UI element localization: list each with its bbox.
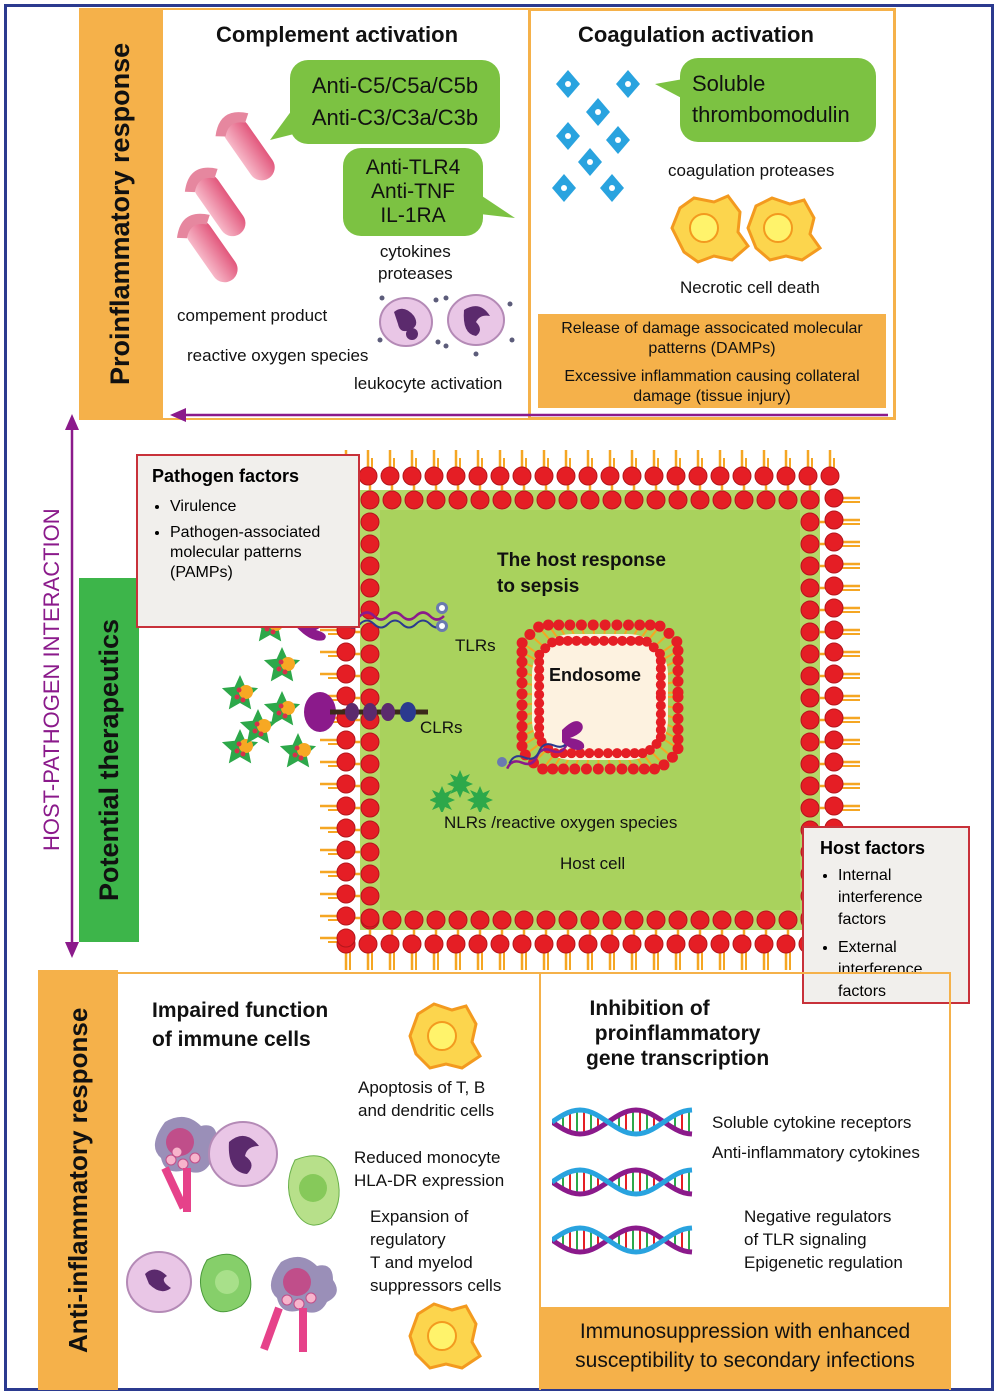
anti-inflammatory-label: Anti-inflammatory response [63,1007,93,1353]
cytokine-drug-bubble: Anti-TLR4 Anti-TNF IL-1RA [343,148,483,236]
therapeutics-label: Potential therapeutics [94,618,124,902]
proinflammatory-label-bar [79,8,163,420]
complement-drug-bubble: Anti-C5/C5a/C5b Anti-C3/C3a/C3b [290,60,500,144]
nlr-icon [430,770,493,812]
inhibition-title: Inhibition of proinflammatory gene trans… [586,997,770,1070]
endosome-tlr-icon [497,721,585,770]
bubble-tail [470,188,515,218]
impaired-title: Impaired function of immune cells [152,999,329,1051]
leukocyte-icon [377,294,515,357]
clr-receptor-icon [304,692,428,732]
endosome-label: Endosome [549,665,642,685]
ros-label: reactive oxygen species [187,346,369,365]
apoptosis-label: Apoptosis of T, B and dendritic cells [358,1078,495,1120]
coagulation-title: Coagulation activation [578,22,814,47]
pathogen-factors-box: Pathogen factors Virulence Pathogen-asso… [136,454,360,628]
damps-box: Release of damage associcated molecular … [538,314,886,408]
apoptotic-cell-icon [408,1002,482,1070]
pathogen-factors-title: Pathogen factors [152,466,300,486]
leukocyte-activation-label: leukocyte activation [354,374,503,393]
nlrs-label: NLRs /reactive oxygen species [444,813,678,832]
monocyte-label: Reduced monocyte HLA-DR expression [354,1148,505,1190]
figure-frame [4,4,994,1391]
host-factors-title: Host factors [820,838,926,858]
anti-inflammatory-label-bar [38,970,118,1390]
impaired-panel [117,972,541,1390]
coagulation-proteases-label: coagulation proteases [668,161,835,180]
necrotic-cell-icon [670,194,822,264]
host-response-title: The host response to sepsis [497,550,666,597]
inhibition-panel [539,972,951,1390]
host-cell-label: Host cell [560,854,626,873]
coagulation-protease-icon [552,70,640,202]
coagulation-panel [528,8,896,420]
negative-regulators: Negative regulators of TLR signaling Epi… [744,1207,903,1272]
interaction-label: HOST-PATHOGEN INTERACTION [39,508,64,852]
thrombomodulin-bubble: Soluble thrombomodulin [680,58,876,142]
bubble-tail [655,78,689,102]
proinflammatory-label: Proinflammatory response [105,42,135,386]
host-factor-item: Internal interference factors [838,865,948,931]
bubble-tail [270,110,310,140]
compement-product-label: compement product [177,306,328,325]
pathogen-factor-item: Virulence [170,497,358,517]
expansion-label: Expansion of regulatory T and myelod sup… [370,1207,502,1295]
immune-cells-icon [126,1116,340,1352]
pathogen-icon [221,607,317,768]
clrs-label: CLRs [420,718,463,737]
feedback-arrow [170,408,888,422]
necrotic-label: Necrotic cell death [680,278,820,297]
apoptotic-cell-icon [408,1302,482,1370]
complement-title: Complement activation [216,22,459,47]
interaction-arrow [65,414,79,958]
inhibition-items: Soluble cytokine receptors Anti-inflamma… [712,1113,920,1162]
therapeutics-bar [79,578,139,942]
pathogen-factor-item: Pathogen-associated molecular patterns (… [170,523,360,583]
immunosuppression-box: Immunosuppression with enhanced suscepti… [541,1307,949,1389]
cytokines-label: cytokines proteases [378,242,453,283]
complement-product-icon [176,112,275,283]
dna-icon [552,1107,693,1255]
tlrs-label: TLRs [455,636,496,655]
